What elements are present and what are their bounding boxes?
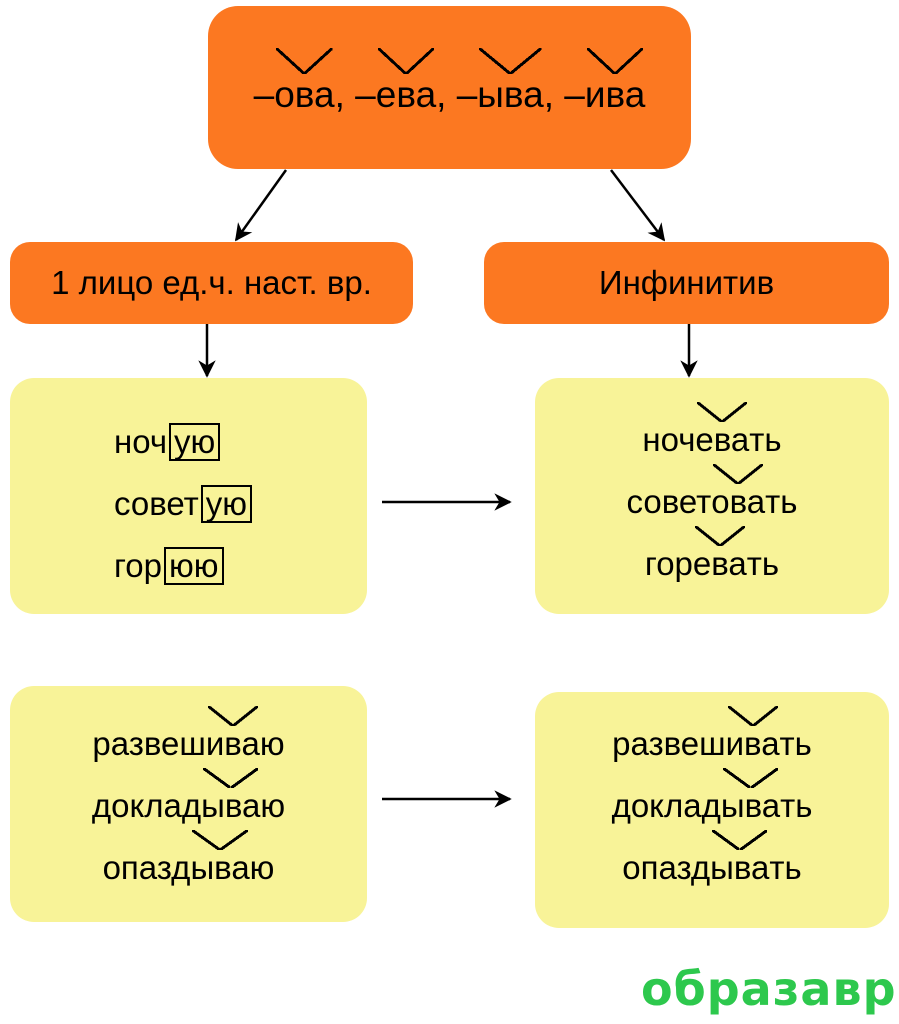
suffix-mark: ыва <box>190 830 250 886</box>
suffix-yva: ыва <box>477 47 544 115</box>
suffix-mark: ева <box>692 526 747 582</box>
word-dokladyvayu: докладываю <box>10 768 367 826</box>
suffix-mark: ыва <box>710 830 770 886</box>
header-present-1st-person: 1 лицо ед.ч. наст. вр. <box>10 242 413 324</box>
word-part: совет <box>626 483 712 520</box>
ending-box: ую <box>200 485 253 523</box>
suffixes-box: –ова, –ева, –ыва, –ива <box>208 6 691 169</box>
word-part: ю <box>249 849 275 886</box>
suffix-mark: ева <box>695 402 750 458</box>
word-part: ю <box>260 787 286 824</box>
word-part: ть <box>749 421 782 458</box>
dash: – <box>564 73 585 115</box>
word-part: доклад <box>611 787 721 824</box>
dash: – <box>253 73 275 115</box>
stem: ноч <box>114 423 168 460</box>
word-part: ть <box>746 545 780 582</box>
separator: , <box>436 73 457 115</box>
separator: , <box>543 73 565 115</box>
ending-box: юю <box>164 547 224 585</box>
word-part: гор <box>644 545 693 582</box>
suffix-mark: ыва <box>720 768 781 824</box>
stem: совет <box>114 485 199 522</box>
word-opazdyvat: опаздывать <box>535 830 889 888</box>
word-part: опазд <box>102 849 191 886</box>
word-part: ть <box>780 787 813 824</box>
separator: , <box>334 73 356 115</box>
word-part: опазд <box>622 849 711 886</box>
header-right-label: Инфинитив <box>598 264 775 301</box>
word-part: ть <box>779 725 812 762</box>
word-nochevat: ночевать <box>535 402 889 460</box>
arrow-top-to-left <box>234 169 288 242</box>
word-part: развеш <box>612 725 726 762</box>
suffix-eva: ева <box>375 47 437 115</box>
word-opazdyvayu: опаздываю <box>10 830 367 888</box>
word-dokladyvat: докладывать <box>535 768 889 826</box>
word-gorevat: горевать <box>535 526 889 584</box>
group2-infinitive-box: развешивать докладывать опаздывать <box>535 692 889 928</box>
arrow-top-to-right <box>610 169 666 242</box>
ending-box: ую <box>169 423 221 461</box>
suffix-mark: ива <box>725 706 780 762</box>
word-part: доклад <box>91 787 202 824</box>
header-infinitive: Инфинитив <box>484 242 889 324</box>
suffix-mark: ива <box>205 706 260 762</box>
suffix-ova: ова <box>274 47 335 115</box>
dash: – <box>355 73 376 115</box>
header-left-label: 1 лицо ед.ч. наст. вр. <box>51 264 372 301</box>
word-part: развеш <box>92 725 206 762</box>
obrazavr-logo: образавр <box>641 962 897 1016</box>
stem: гор <box>114 547 163 584</box>
group2-present-box: развешиваю докладываю опаздываю <box>10 686 367 922</box>
dash: – <box>456 73 478 115</box>
word-part: ю <box>259 725 285 762</box>
word-sovetovat: советовать <box>535 464 889 522</box>
word-part: ноч <box>642 421 696 458</box>
group1-infinitive-box: ночевать советовать горевать <box>535 378 889 614</box>
word-part: ть <box>765 483 798 520</box>
word-razveshivat: развешивать <box>535 706 889 764</box>
suffix-mark: ова <box>711 464 766 520</box>
suffix-iva: ива <box>584 47 646 115</box>
word-part: ть <box>769 849 802 886</box>
word-razveshivayu: развешиваю <box>10 706 367 764</box>
suffixes-text: –ова, –ева, –ыва, –ива <box>208 6 691 169</box>
suffix-mark: ыва <box>201 768 261 824</box>
